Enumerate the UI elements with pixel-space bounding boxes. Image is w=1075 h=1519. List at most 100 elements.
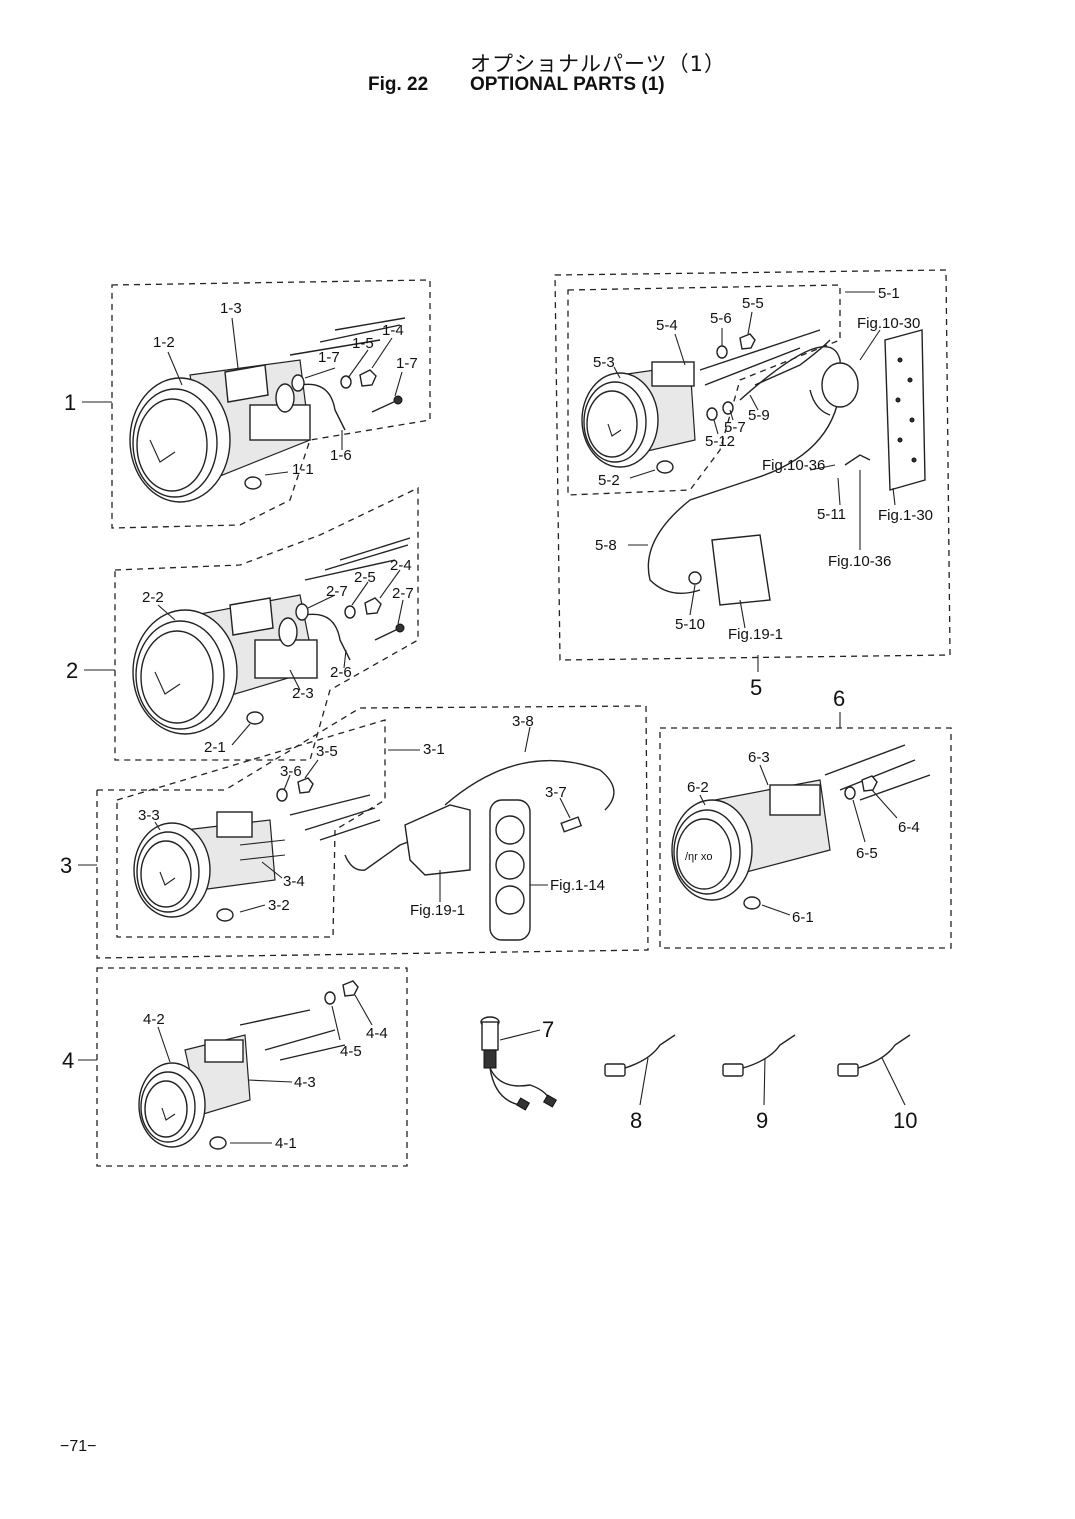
ref-fig-10-36-b: Fig.10-36 (828, 553, 891, 570)
bulb-icon (244, 476, 262, 490)
callout-3-2: 3-2 (268, 897, 290, 914)
title-english: OPTIONAL PARTS (1) (470, 74, 665, 95)
callout-1-3: 1-3 (220, 300, 242, 317)
callout-5-1: 5-1 (878, 285, 900, 302)
engine-block-icon (711, 534, 771, 606)
terminal-icon (395, 623, 405, 633)
group-4-label: 4 (62, 1048, 74, 1073)
gauge-4 (138, 1034, 251, 1148)
ref-fig-10-36-a: Fig.10-36 (762, 457, 825, 474)
terminal-icon (393, 395, 403, 405)
callout-5-3: 5-3 (593, 354, 615, 371)
callout-3-5: 3-5 (316, 743, 338, 760)
callout-4-1: 4-1 (275, 1135, 297, 1152)
callout-2-1: 2-1 (204, 739, 226, 756)
ref-fig-1-30: Fig.1-30 (878, 507, 933, 524)
page-number: −71− (60, 1438, 97, 1455)
callout-5-8: 5-8 (595, 537, 617, 554)
group-9: 9 (722, 1034, 796, 1133)
washer-icon (340, 375, 352, 389)
group-8-label: 8 (630, 1108, 642, 1133)
connector-icon (722, 1063, 744, 1077)
callout-2-5: 2-5 (354, 569, 376, 586)
callout-6-2: 6-2 (687, 779, 709, 796)
washer-icon (295, 603, 309, 621)
tachometer-gauge-2 (132, 594, 318, 735)
bulb-icon (743, 896, 761, 910)
callout-2-4: 2-4 (390, 557, 412, 574)
callout-5-6: 5-6 (710, 310, 732, 327)
group-5: 5 (554, 269, 951, 700)
washer-icon (716, 345, 728, 359)
nut-icon (364, 597, 382, 615)
group-5-label: 5 (750, 675, 762, 700)
bulb-icon (656, 460, 674, 474)
washer-icon (291, 374, 305, 392)
connector-icon (604, 1063, 626, 1077)
group-4: 4 4-2 4-3 4-1 4-5 4-4 (62, 967, 408, 1167)
bulb-icon (209, 1136, 227, 1150)
group-6: 6 /ƞr xo 6-3 6-2 6-4 6-5 6-1 (659, 686, 952, 949)
figure-number: Fig. 22 (368, 74, 429, 95)
callout-5-7: 5-7 (724, 419, 746, 436)
callout-3-4: 3-4 (283, 873, 305, 890)
callout-5-4: 5-4 (656, 317, 678, 334)
washer-icon (276, 788, 288, 802)
group-7-label: 7 (542, 1017, 554, 1042)
group-2-label: 2 (66, 658, 78, 683)
group-10: 10 (837, 1034, 917, 1133)
group-1-label: 1 (64, 390, 76, 415)
callout-1-4: 1-4 (382, 322, 404, 339)
callout-1-5: 1-5 (352, 335, 374, 352)
callout-5-12: 5-12 (705, 433, 735, 450)
ref-fig-19-1-a: Fig.19-1 (410, 902, 465, 919)
group-3: 3 3-1 3-8 3-7 (60, 705, 649, 959)
callout-5-5: 5-5 (742, 295, 764, 312)
ref-fig-10-30: Fig.10-30 (857, 315, 920, 332)
callout-5-11: 5-11 (817, 506, 846, 523)
hour-meter-gauge-6: /ƞr xo (671, 779, 831, 901)
callout-3-3: 3-3 (138, 807, 160, 824)
group-10-label: 10 (893, 1108, 917, 1133)
callout-5-10: 5-10 (675, 616, 705, 633)
ref-fig-19-1-b: Fig.19-1 (728, 626, 783, 643)
title-japanese: オプショナルパーツ（1） (470, 52, 726, 76)
group-8: 8 (604, 1034, 676, 1133)
callout-1-2: 1-2 (153, 334, 175, 351)
callout-3-1: 3-1 (423, 741, 445, 758)
group-7: 7 (480, 1016, 558, 1111)
nut-icon (861, 775, 878, 792)
nut-icon (739, 333, 756, 350)
washer-icon (706, 407, 718, 421)
callout-6-3: 6-3 (748, 749, 770, 766)
group-9-label: 9 (756, 1108, 768, 1133)
group-2: 2 2-2 2-1 2-3 2-7 2-5 2-4 (66, 486, 419, 761)
grommet-icon (688, 571, 702, 585)
callout-2-7b: 2-7 (392, 585, 414, 602)
connector-icon (837, 1063, 859, 1077)
nut-icon (359, 369, 377, 387)
washer-icon (344, 605, 356, 619)
callout-4-5: 4-5 (340, 1043, 362, 1060)
washer-icon (324, 991, 336, 1005)
callout-3-6: 3-6 (280, 763, 302, 780)
washer-icon (722, 401, 734, 415)
callout-3-8: 3-8 (512, 713, 534, 730)
callout-1-7b: 1-7 (396, 355, 418, 372)
callout-6-4: 6-4 (898, 819, 920, 836)
callout-2-3: 2-3 (292, 685, 314, 702)
group-1: 1 1-3 1-2 1-1 1-7 1-5 (64, 279, 431, 529)
callout-5-9: 5-9 (748, 407, 770, 424)
callout-3-7: 3-7 (545, 784, 567, 801)
washer-icon (844, 786, 856, 800)
callout-5-2: 5-2 (598, 472, 620, 489)
callout-6-1: 6-1 (792, 909, 814, 926)
bulb-icon (216, 908, 234, 922)
engine-block-icon (404, 804, 471, 876)
group-6-label: 6 (833, 686, 845, 711)
bulb-icon (246, 711, 264, 725)
callout-1-7a: 1-7 (318, 349, 340, 366)
callout-2-2: 2-2 (142, 589, 164, 606)
ref-fig-1-14: Fig.1-14 (550, 877, 605, 894)
